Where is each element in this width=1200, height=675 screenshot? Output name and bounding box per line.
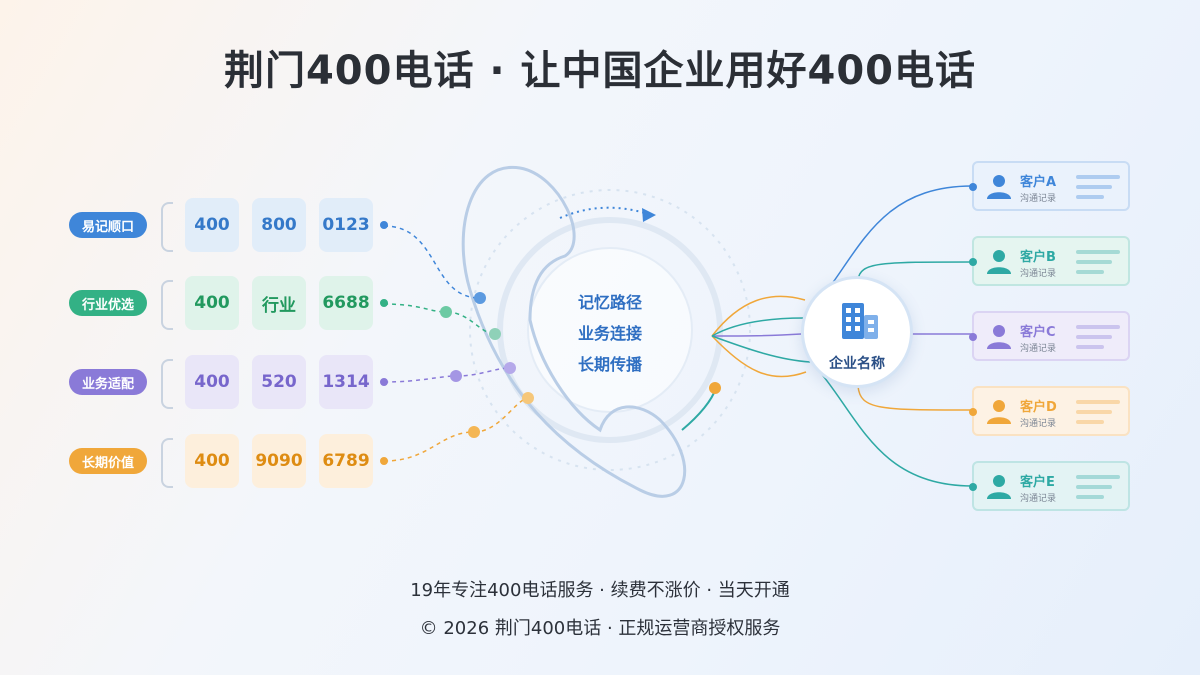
row-endpoint-dot [380, 299, 388, 307]
row-bracket [161, 438, 173, 488]
hub-label: 企业名称 [829, 356, 885, 372]
customer-subtitle: 沟通记录 [1020, 194, 1057, 204]
customer-card: 客户D 沟通记录 [969, 386, 1130, 436]
connector-handset-hub-3 [711, 335, 807, 378]
customer-card: 客户B 沟通记录 [969, 236, 1130, 286]
card-connector-dot [969, 333, 977, 341]
connector-node-7 [522, 392, 534, 404]
number-box: 520 [252, 355, 306, 409]
customer-subtitle: 沟通记录 [1020, 269, 1057, 279]
placeholder-line [1076, 250, 1120, 254]
connector-node-4 [450, 370, 462, 382]
connector-hub-customer-e [819, 371, 973, 487]
connector-node-5 [504, 362, 516, 374]
customer-name: 客户A [1020, 175, 1057, 190]
connector-handset-hub-1 [711, 295, 806, 337]
customer-subtitle: 沟通记录 [1020, 344, 1057, 354]
placeholder-line [1076, 270, 1104, 274]
placeholder-line [1076, 495, 1104, 499]
placeholder-line [1076, 335, 1112, 339]
connector-handset-hub-4 [711, 335, 811, 363]
connector-node-3 [489, 328, 501, 340]
placeholder-line [1076, 175, 1120, 179]
number-box: 400 [185, 434, 239, 488]
arc-node-orange [709, 382, 721, 394]
card-connector-dot [969, 183, 977, 191]
user-avatar-icon [987, 325, 1011, 349]
user-avatar-icon [987, 175, 1011, 199]
connector-hub-customer-b [857, 261, 973, 281]
row-bracket [161, 359, 173, 409]
placeholder-line [1076, 195, 1104, 199]
placeholder-line [1076, 420, 1104, 424]
number-box: 1314 [319, 355, 373, 409]
user-avatar-icon [987, 250, 1011, 274]
arrow-icon [642, 208, 656, 222]
customer-subtitle: 沟通记录 [1020, 494, 1057, 504]
number-box: 800 [252, 198, 306, 252]
customer-card: 客户A 沟通记录 [969, 161, 1130, 211]
customer-subtitle: 沟通记录 [1020, 419, 1057, 429]
customer-name: 客户E [1020, 475, 1055, 490]
row-endpoint-dot [380, 378, 388, 386]
placeholder-line [1076, 260, 1112, 264]
middle-ring [497, 217, 723, 443]
connector-row-1 [383, 225, 481, 299]
customer-card: 客户C 沟通记录 [969, 311, 1130, 361]
footer-line-2: © 2026 荆门400电话 · 正规运营商授权服务 [419, 618, 781, 639]
connector-handset-hub-5 [711, 317, 805, 337]
connector-node-1 [474, 292, 486, 304]
enterprise-hub: 企业名称 [801, 276, 913, 388]
center-label: 长期传播 [577, 355, 642, 374]
card-connector-dot [969, 408, 977, 416]
placeholder-line [1076, 345, 1104, 349]
row-label-pill: 易记顺口 [69, 212, 147, 238]
customer-card: 客户E 沟通记录 [969, 461, 1130, 511]
placeholder-line [1076, 185, 1112, 189]
center-label: 记忆路径 [577, 293, 642, 312]
card-connector-dot [969, 258, 977, 266]
row-bracket [161, 280, 173, 330]
row-endpoint-dot [380, 457, 388, 465]
number-box: 9090 [252, 434, 306, 488]
number-box: 6688 [319, 276, 373, 330]
row-label-pill: 业务适配 [69, 369, 147, 395]
connector-node-6 [468, 426, 480, 438]
row-label-pill: 行业优选 [69, 290, 147, 316]
phone-handset-outline [461, 165, 687, 498]
number-box: 400 [185, 355, 239, 409]
user-avatar-icon [987, 400, 1011, 424]
placeholder-line [1076, 325, 1120, 329]
outer-ring [469, 189, 751, 471]
connector-row-3 [383, 367, 511, 383]
connector-handset-hub-2 [711, 333, 802, 337]
placeholder-line [1076, 400, 1120, 404]
placeholder-line [1076, 475, 1120, 479]
row-endpoint-dot [380, 221, 388, 229]
footer-line-1: 19年专注400电话服务 · 续费不涨价 · 当天开通 [410, 580, 790, 601]
placeholder-line [1076, 410, 1112, 414]
center-label: 业务连接 [577, 324, 642, 343]
connector-row-2 [383, 303, 496, 335]
connector-row-4 [383, 397, 529, 462]
row-bracket [161, 202, 173, 252]
number-box: 行业 [252, 276, 306, 330]
user-avatar-icon [987, 475, 1011, 499]
card-connector-dot [969, 483, 977, 491]
number-box: 0123 [319, 198, 373, 252]
customer-name: 客户B [1020, 250, 1056, 265]
arc-accent-top [559, 206, 649, 219]
customer-name: 客户C [1020, 325, 1056, 340]
page-title: 荆门400电话 · 让中国企业用好400电话 [223, 48, 977, 94]
placeholder-line [1076, 485, 1112, 489]
building-icon [842, 303, 878, 339]
customer-name: 客户D [1020, 400, 1057, 415]
number-box: 400 [185, 198, 239, 252]
connector-node-2 [440, 306, 452, 318]
row-label-pill: 长期价值 [69, 448, 147, 474]
connector-hub-customer-d [857, 385, 973, 411]
number-box: 400 [185, 276, 239, 330]
number-box: 6789 [319, 434, 373, 488]
